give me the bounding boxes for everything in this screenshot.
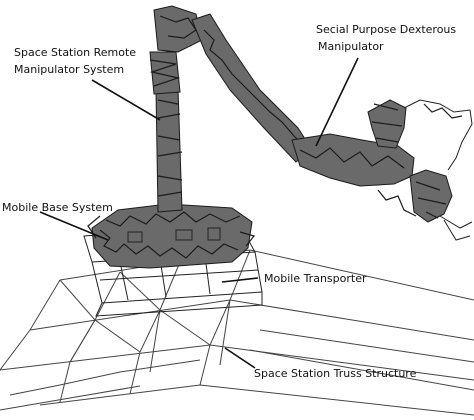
label-truss-structure: Space Station Truss Structure [254, 367, 417, 380]
label-spdm-line2: Manipulator [318, 40, 384, 53]
spdm [291, 99, 473, 241]
truss-structure [0, 249, 474, 416]
label-spdm-line1: Secial Purpose Dexterous [316, 23, 456, 36]
label-mobile-base-system: Mobile Base System [2, 201, 113, 214]
label-ssrms-line2: Manipulator System [14, 63, 124, 76]
mobile-base-system [87, 203, 256, 269]
leader-mbs [39, 211, 109, 241]
label-mobile-transporter: Mobile Transporter [264, 272, 367, 285]
label-ssrms-line1: Space Station Remote [14, 46, 136, 59]
leader-mt [221, 277, 259, 283]
leader-lines [39, 57, 359, 369]
leader-ssrms [91, 79, 161, 121]
ssrms-arm [149, 5, 313, 213]
labels: Space Station Remote Manipulator System … [2, 23, 456, 380]
leader-truss [224, 347, 256, 369]
leader-spdm [315, 57, 359, 147]
